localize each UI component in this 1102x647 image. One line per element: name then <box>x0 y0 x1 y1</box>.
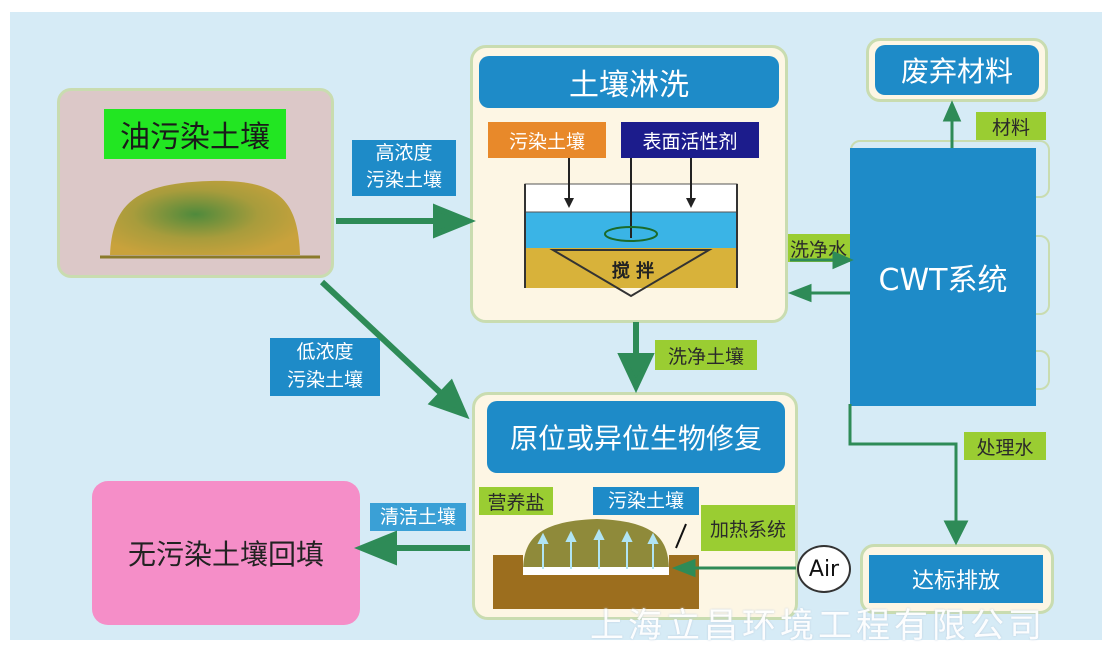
arrow-low-conc-to-bioremediation <box>319 279 470 420</box>
air-inlet-circle: Air <box>797 545 851 593</box>
arrow-cwt-to-waste-material <box>942 100 962 148</box>
waste-material-box: 废弃材料 <box>866 38 1048 102</box>
nutrient-label: 营养盐 <box>479 487 553 515</box>
soil-washing-box: 土壤淋洗 污染土壤 表面活性剂 搅 拌 <box>470 45 788 323</box>
low-concentration-line1: 低浓度 <box>296 341 354 363</box>
oil-soil-box: 油污染土壤 <box>57 88 334 278</box>
contaminated-soil-label-2: 污染土壤 <box>593 487 699 515</box>
surfactant-label: 表面活性剂 <box>621 122 759 158</box>
waste-material-label: 废弃材料 <box>875 45 1039 95</box>
company-watermark: 上海立昌环境工程有限公司 <box>590 605 1046 646</box>
washing-tank-illustration <box>524 158 738 298</box>
bioremediation-box: 原位或异位生物修复 营养盐 污染土壤 加热系统 <box>472 392 798 620</box>
treated-water-label: 处理水 <box>964 432 1046 460</box>
discharge-label: 达标排放 <box>869 555 1043 603</box>
stir-label: 搅 拌 <box>611 261 655 282</box>
bioremediation-title: 原位或异位生物修复 <box>487 401 785 473</box>
high-concentration-line2: 污染土壤 <box>365 169 442 191</box>
arrow-air-to-pile <box>671 558 796 578</box>
low-concentration-label: 低浓度 污染土壤 <box>270 338 380 396</box>
arrow-washing-to-bioremediation <box>617 322 655 394</box>
arrow-bioremediation-to-backfill <box>354 530 470 566</box>
arrow-cwt-to-washing <box>787 283 850 303</box>
oil-soil-label: 油污染土壤 <box>104 109 286 159</box>
heating-pointer <box>675 523 687 549</box>
material-label: 材料 <box>976 112 1046 140</box>
soil-washing-title: 土壤淋洗 <box>479 56 779 108</box>
heating-system-label: 加热系统 <box>701 505 795 551</box>
clean-soil-label: 洗净土壤 <box>655 340 757 370</box>
clean-soil-label-2: 清洁土壤 <box>370 503 466 531</box>
bio-pile-illustration <box>493 519 699 609</box>
arrow-high-conc-to-washing <box>336 203 476 239</box>
contaminated-soil-input-label: 污染土壤 <box>488 122 606 158</box>
arrow-washing-to-cwt <box>790 250 854 270</box>
high-concentration-label: 高浓度 污染土壤 <box>352 140 456 196</box>
backfill-box: 无污染土壤回填 <box>92 481 360 625</box>
low-concentration-line2: 污染土壤 <box>286 369 363 391</box>
cwt-system-box: CWT系统 <box>850 148 1036 406</box>
arrow-cwt-to-discharge <box>848 404 969 546</box>
high-concentration-line1: 高浓度 <box>375 142 433 164</box>
discharge-box: 达标排放 <box>860 544 1054 614</box>
soil-pile-illustration <box>100 180 320 259</box>
